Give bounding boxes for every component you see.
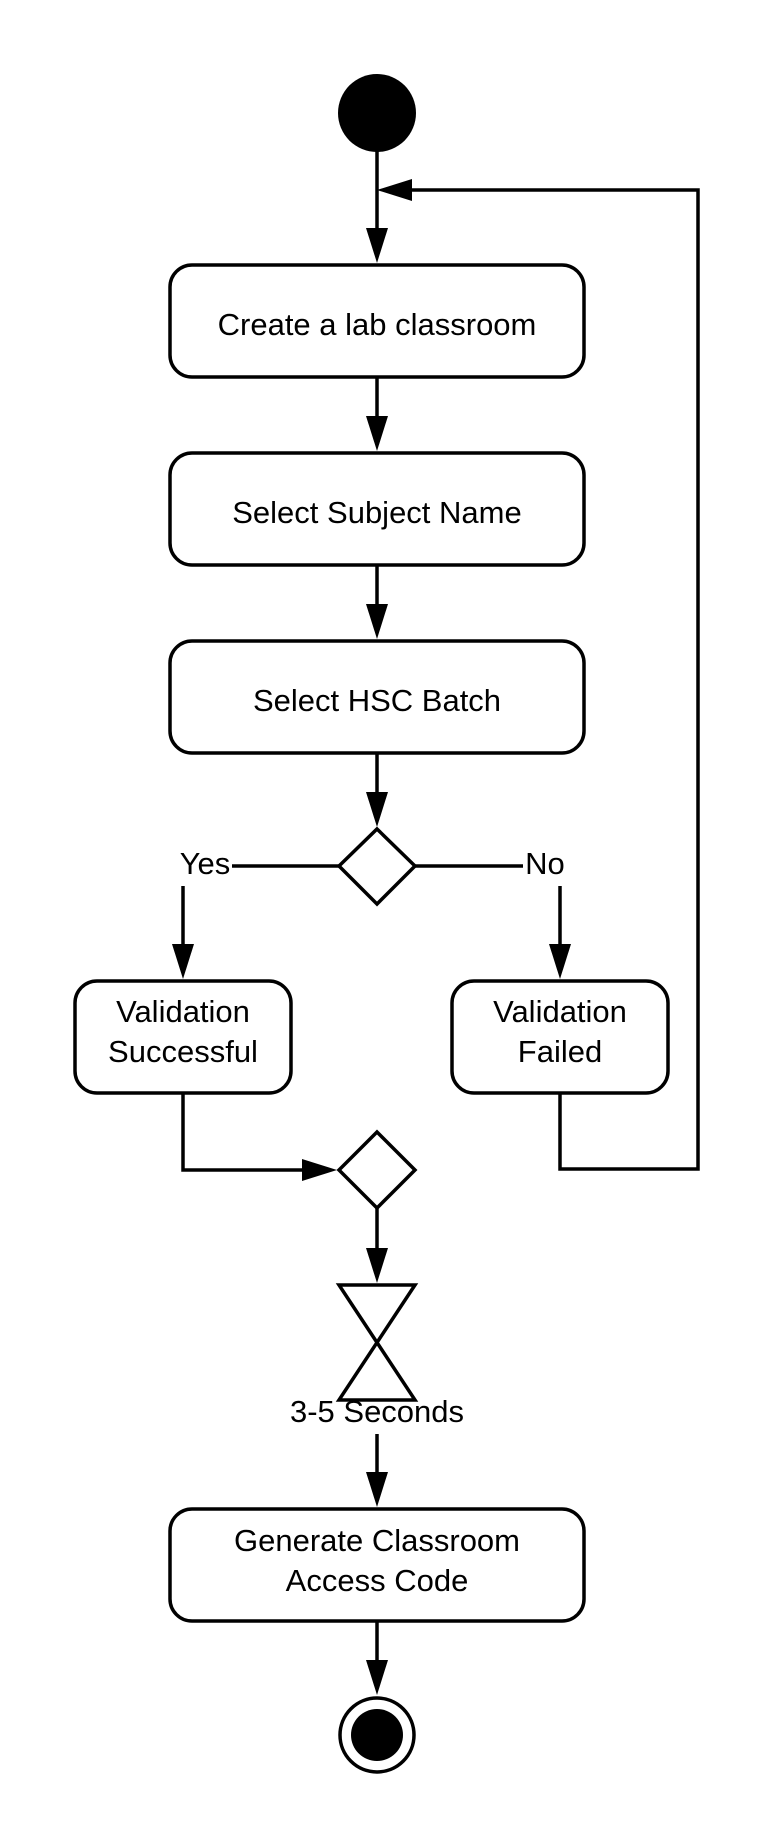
decision-node [336,826,418,907]
arrowhead-end [366,1660,388,1695]
action-success-label-line-1: Validation [116,994,250,1029]
edge-failed-loop-back [400,188,700,1171]
arrowhead-generate [366,1472,388,1507]
arrowhead-loop-back [377,179,412,201]
arrowhead-merge [302,1159,337,1181]
action-create-label: Create a lab classroom [218,307,537,342]
arrowhead-failed [549,944,571,979]
action-failed-label-line-2: Failed [518,1034,602,1069]
action-generate-label-line-2: Access Code [286,1563,469,1598]
initial-node [338,74,416,152]
action-subject-label: Select Subject Name [232,495,521,530]
action-validation-failed: Validation Failed [450,979,670,1095]
edge-success-to-merge [181,1093,312,1172]
action-validation-successful: Validation Successful [73,979,293,1095]
action-failed-label-line-1: Validation [493,994,627,1029]
connectors [172,150,700,1695]
time-event-label: 3-5 Seconds [290,1394,464,1429]
arrowhead-batch [366,604,388,639]
action-generate-access-code: Generate Classroom Access Code [168,1507,586,1623]
arrowhead-wait [366,1248,388,1283]
arrowhead-decision [366,792,388,827]
action-create-lab-classroom: Create a lab classroom [168,263,586,379]
action-success-label-line-2: Successful [108,1034,258,1069]
final-node [338,1696,416,1774]
arrowhead-subject [366,416,388,451]
arrowhead-success [172,944,194,979]
branch-label-no: No [525,846,565,881]
action-select-hsc-batch: Select HSC Batch [168,639,586,755]
branch-label-yes: Yes [180,846,231,881]
action-select-subject-name: Select Subject Name [168,451,586,567]
merge-node [336,1129,418,1211]
action-batch-label: Select HSC Batch [253,683,501,718]
action-generate-label-line-1: Generate Classroom [234,1523,520,1558]
arrowhead-create [366,228,388,263]
hourglass-icon [335,1283,419,1402]
